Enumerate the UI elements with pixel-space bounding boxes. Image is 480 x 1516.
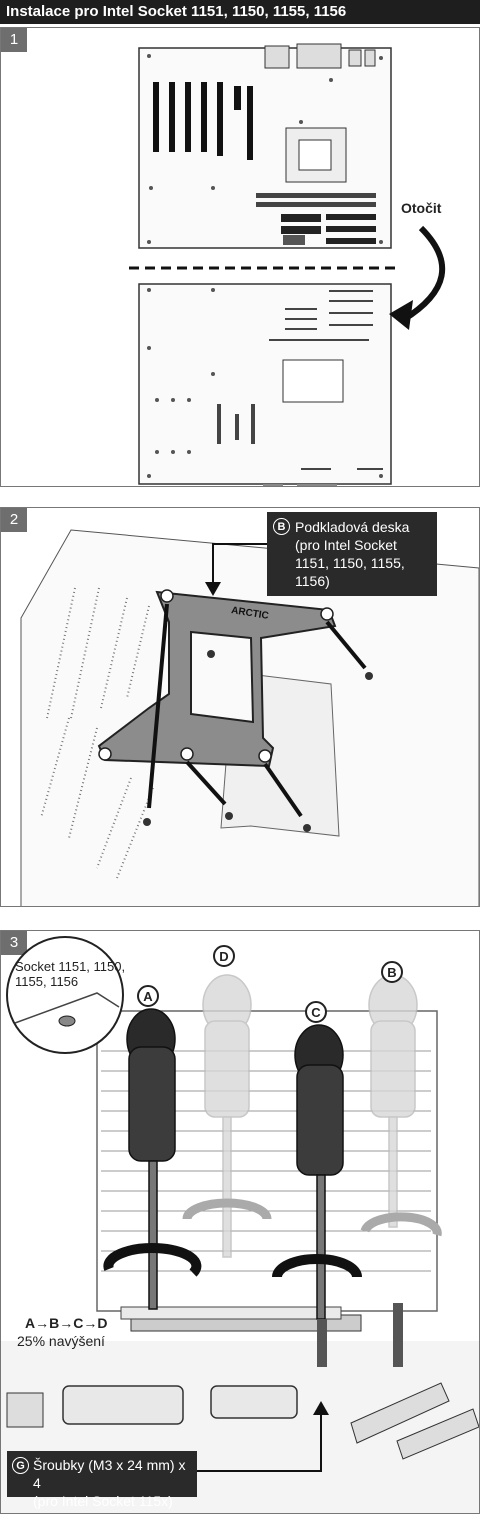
step-number: 1: [1, 28, 27, 52]
letter-c-icon: C: [305, 1001, 327, 1023]
callout-line: Podkladová deska: [295, 519, 410, 535]
step-number: 2: [1, 508, 27, 532]
inset-socket-label: Socket 1151, 1150, 1155, 1156: [15, 959, 125, 989]
screws-line: (pro Intel Socket 115x): [33, 1493, 173, 1509]
screws-line: Šroubky (M3 x 24 mm) x 4: [33, 1457, 186, 1491]
step-1-panel: 1: [0, 27, 480, 487]
callout-line: (pro Intel Socket: [295, 537, 397, 553]
page-title: Instalace pro Intel Socket 1151, 1150, 1…: [0, 0, 480, 24]
heatsink-screwdriver-illustration: [1, 936, 479, 1513]
rotate-label: Otočit: [401, 200, 442, 216]
tightening-note: 25% navýšení: [17, 1333, 105, 1349]
backplate-callout: B Podkladová deska (pro Intel Socket 115…: [267, 512, 437, 596]
screws-callout: G Šroubky (M3 x 24 mm) x 4 (pro Intel So…: [7, 1451, 197, 1509]
motherboard-flip-illustration: [129, 43, 446, 486]
step-2-panel: 2 ARCTIC B Podklado: [0, 507, 480, 907]
inset-line: 1155, 1156: [15, 974, 79, 989]
letter-b-icon: B: [381, 961, 403, 983]
callout-line: 1156): [295, 573, 330, 589]
letter-a-icon: A: [137, 985, 159, 1007]
backplate-illustration: [20, 529, 479, 906]
tightening-sequence: A→B→C→D: [25, 1315, 108, 1331]
step-3-panel: 3: [0, 930, 480, 1514]
inset-line: Socket 1151, 1150,: [15, 959, 126, 974]
letter-b-icon: B: [273, 518, 290, 535]
letter-g-icon: G: [12, 1457, 29, 1474]
letter-d-icon: D: [213, 945, 235, 967]
callout-line: 1151, 1150, 1155,: [295, 555, 405, 571]
step-number: 3: [1, 931, 27, 955]
